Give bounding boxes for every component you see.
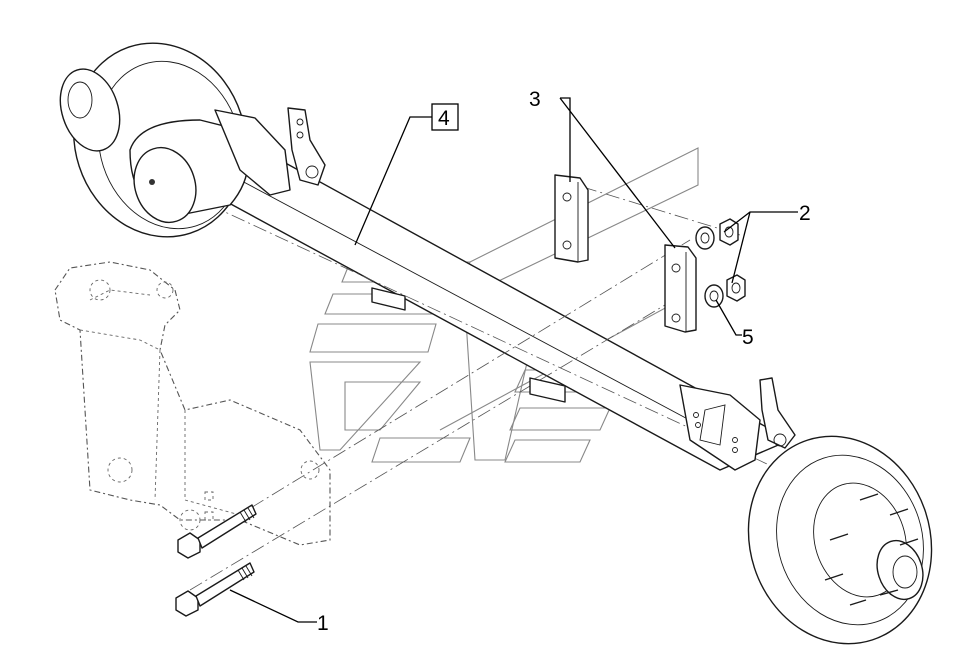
lock-nuts bbox=[719, 218, 746, 302]
right-brake-plate bbox=[679, 377, 796, 471]
callout-label-5: 5 bbox=[742, 326, 754, 349]
callout-1: 1 bbox=[317, 612, 329, 635]
callout-label-3: 3 bbox=[529, 88, 541, 111]
left-brake-plate bbox=[214, 107, 326, 196]
axle-seat-pads bbox=[371, 287, 566, 403]
callout-2: 2 bbox=[799, 202, 811, 225]
washers bbox=[695, 226, 724, 308]
callout-3: 3 bbox=[529, 88, 541, 111]
spacer-plate-upper bbox=[554, 174, 589, 263]
center-lines bbox=[189, 179, 741, 591]
callout-label-1: 1 bbox=[317, 612, 329, 635]
u-bolt-lower bbox=[175, 562, 255, 617]
callout-5: 5 bbox=[742, 326, 754, 349]
callout-4: 4 bbox=[431, 103, 459, 131]
wheel-studs bbox=[824, 493, 919, 606]
left-brake-drum bbox=[59, 42, 249, 238]
leader-lines bbox=[229, 97, 798, 623]
callout-label-2: 2 bbox=[799, 202, 811, 225]
callout-box-4 bbox=[431, 103, 459, 131]
mounting-bracket bbox=[54, 261, 331, 546]
callout-label-4: 4 bbox=[438, 107, 450, 130]
u-bolt-upper bbox=[177, 504, 257, 559]
spacer-plate-lower bbox=[664, 244, 697, 333]
right-hub bbox=[747, 435, 933, 645]
